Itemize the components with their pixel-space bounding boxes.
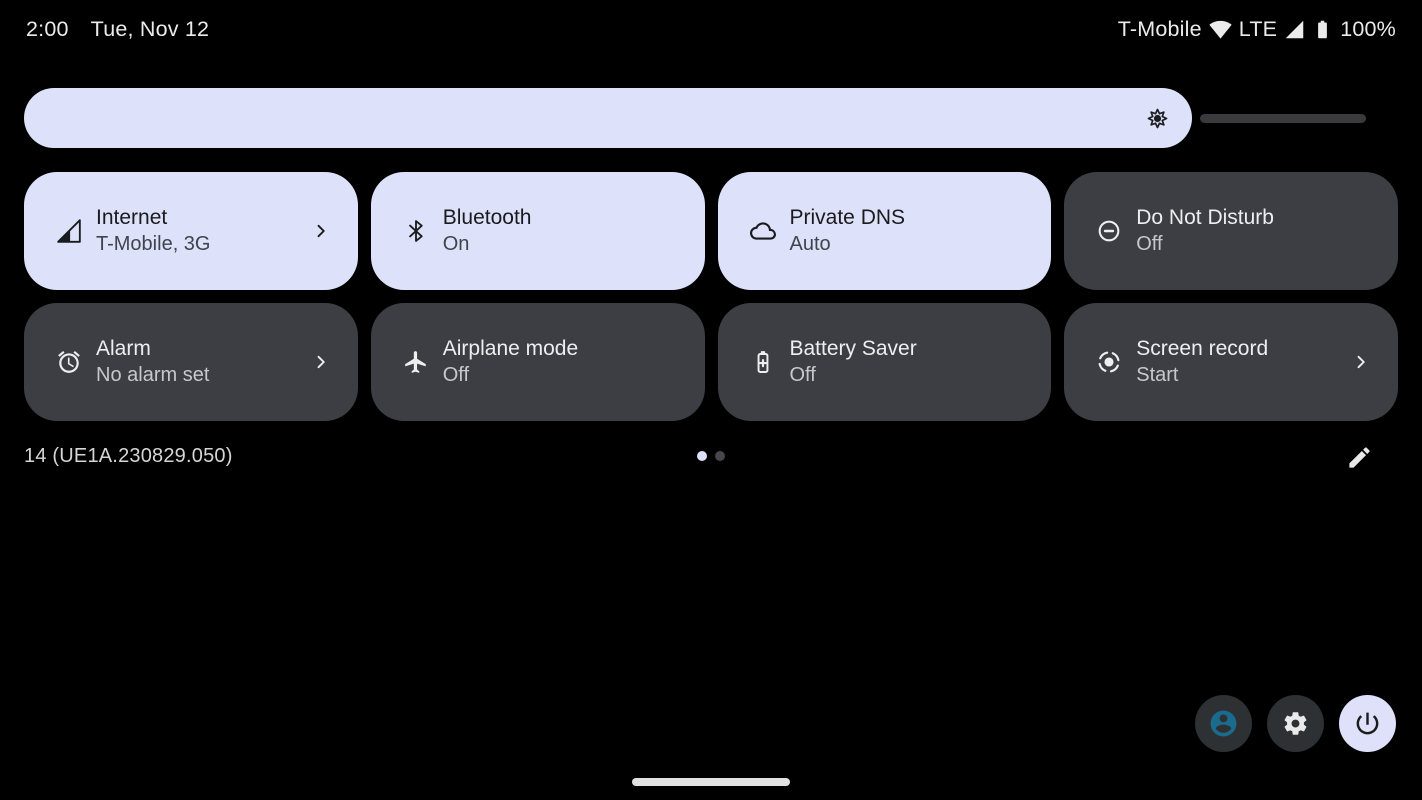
status-bar: 2:00 Tue, Nov 12 T-Mobile LTE 100%	[0, 0, 1422, 58]
tile-title: Airplane mode	[442, 337, 579, 360]
tile-subtitle: Off	[789, 364, 816, 386]
tile-title: Battery Saver	[789, 337, 917, 360]
tile-private-dns[interactable]: Private DNS Auto	[717, 172, 1052, 290]
carrier-label: T-Mobile	[1117, 16, 1202, 41]
page-indicator	[697, 451, 725, 461]
cellular-signal-icon	[1285, 20, 1304, 38]
tile-airplane-mode[interactable]: Airplane mode Off	[370, 303, 705, 421]
settings-button[interactable]	[1267, 695, 1324, 752]
chevron-right-icon	[317, 224, 325, 238]
date: Tue, Nov 12	[90, 16, 210, 41]
dnd-icon	[1096, 218, 1122, 244]
power-icon	[1356, 712, 1379, 735]
tile-subtitle: Off	[442, 364, 470, 386]
battery-icon	[1318, 20, 1328, 38]
tile-subtitle: No alarm set	[96, 364, 210, 386]
battery-saver-icon	[750, 349, 776, 375]
tile-do-not-disturb[interactable]: Do Not Disturb Off	[1064, 172, 1398, 290]
chevron-right-icon	[317, 355, 325, 369]
tile-title: Do Not Disturb	[1136, 206, 1274, 229]
status-bar-right: T-Mobile LTE 100%	[1118, 17, 1396, 42]
brightness-slider[interactable]	[24, 88, 1366, 148]
pencil-icon	[1349, 446, 1370, 468]
account-icon	[1210, 710, 1237, 737]
build-number: 14 (UE1A.230829.050)	[24, 445, 233, 467]
tile-title: Bluetooth	[442, 206, 532, 229]
home-indicator[interactable]	[632, 778, 790, 786]
tile-subtitle: Auto	[789, 233, 831, 255]
airplane-icon	[403, 349, 429, 375]
clock: 2:00	[26, 16, 69, 41]
tile-subtitle: T-Mobile, 3G	[96, 233, 211, 255]
cloud-icon	[750, 218, 776, 244]
tile-battery-saver[interactable]: Battery Saver Off	[717, 303, 1052, 421]
tile-screen-record[interactable]: Screen record Start	[1064, 303, 1398, 421]
network-type-label: LTE	[1238, 16, 1278, 41]
tile-alarm[interactable]: Alarm No alarm set	[24, 303, 358, 421]
user-switcher-button[interactable]	[1195, 695, 1252, 752]
tile-subtitle: Start	[1136, 364, 1179, 386]
signal-icon	[56, 218, 82, 244]
settings-gear-icon	[1284, 712, 1307, 735]
bottom-button-row	[1195, 695, 1396, 752]
page-dot	[715, 451, 725, 461]
tile-bluetooth[interactable]: Bluetooth On	[370, 172, 705, 290]
wifi-icon	[1209, 20, 1232, 39]
chevron-right-icon	[1357, 355, 1365, 369]
battery-percent: 100%	[1340, 16, 1396, 41]
tile-title: Private DNS	[789, 206, 906, 229]
tile-subtitle: Off	[1136, 233, 1163, 255]
page-dot	[697, 451, 707, 461]
screen-record-icon	[1096, 349, 1122, 375]
tile-internet[interactable]: Internet T-Mobile, 3G	[24, 172, 358, 290]
brightness-fill[interactable]	[24, 88, 1192, 148]
quick-settings-grid: Internet T-Mobile, 3G Bluetooth On Priva…	[24, 172, 1398, 421]
status-bar-left: 2:00 Tue, Nov 12	[26, 17, 209, 42]
tile-title: Alarm	[96, 337, 151, 360]
tile-subtitle: On	[442, 233, 470, 255]
brightness-track[interactable]	[1199, 113, 1366, 123]
bluetooth-icon	[403, 218, 429, 244]
tile-title: Screen record	[1136, 337, 1269, 360]
tile-title: Internet	[96, 206, 168, 229]
alarm-icon	[56, 349, 82, 375]
power-button[interactable]	[1339, 695, 1396, 752]
edit-tiles-button[interactable]	[1346, 442, 1376, 472]
brightness-icon	[1144, 105, 1171, 132]
